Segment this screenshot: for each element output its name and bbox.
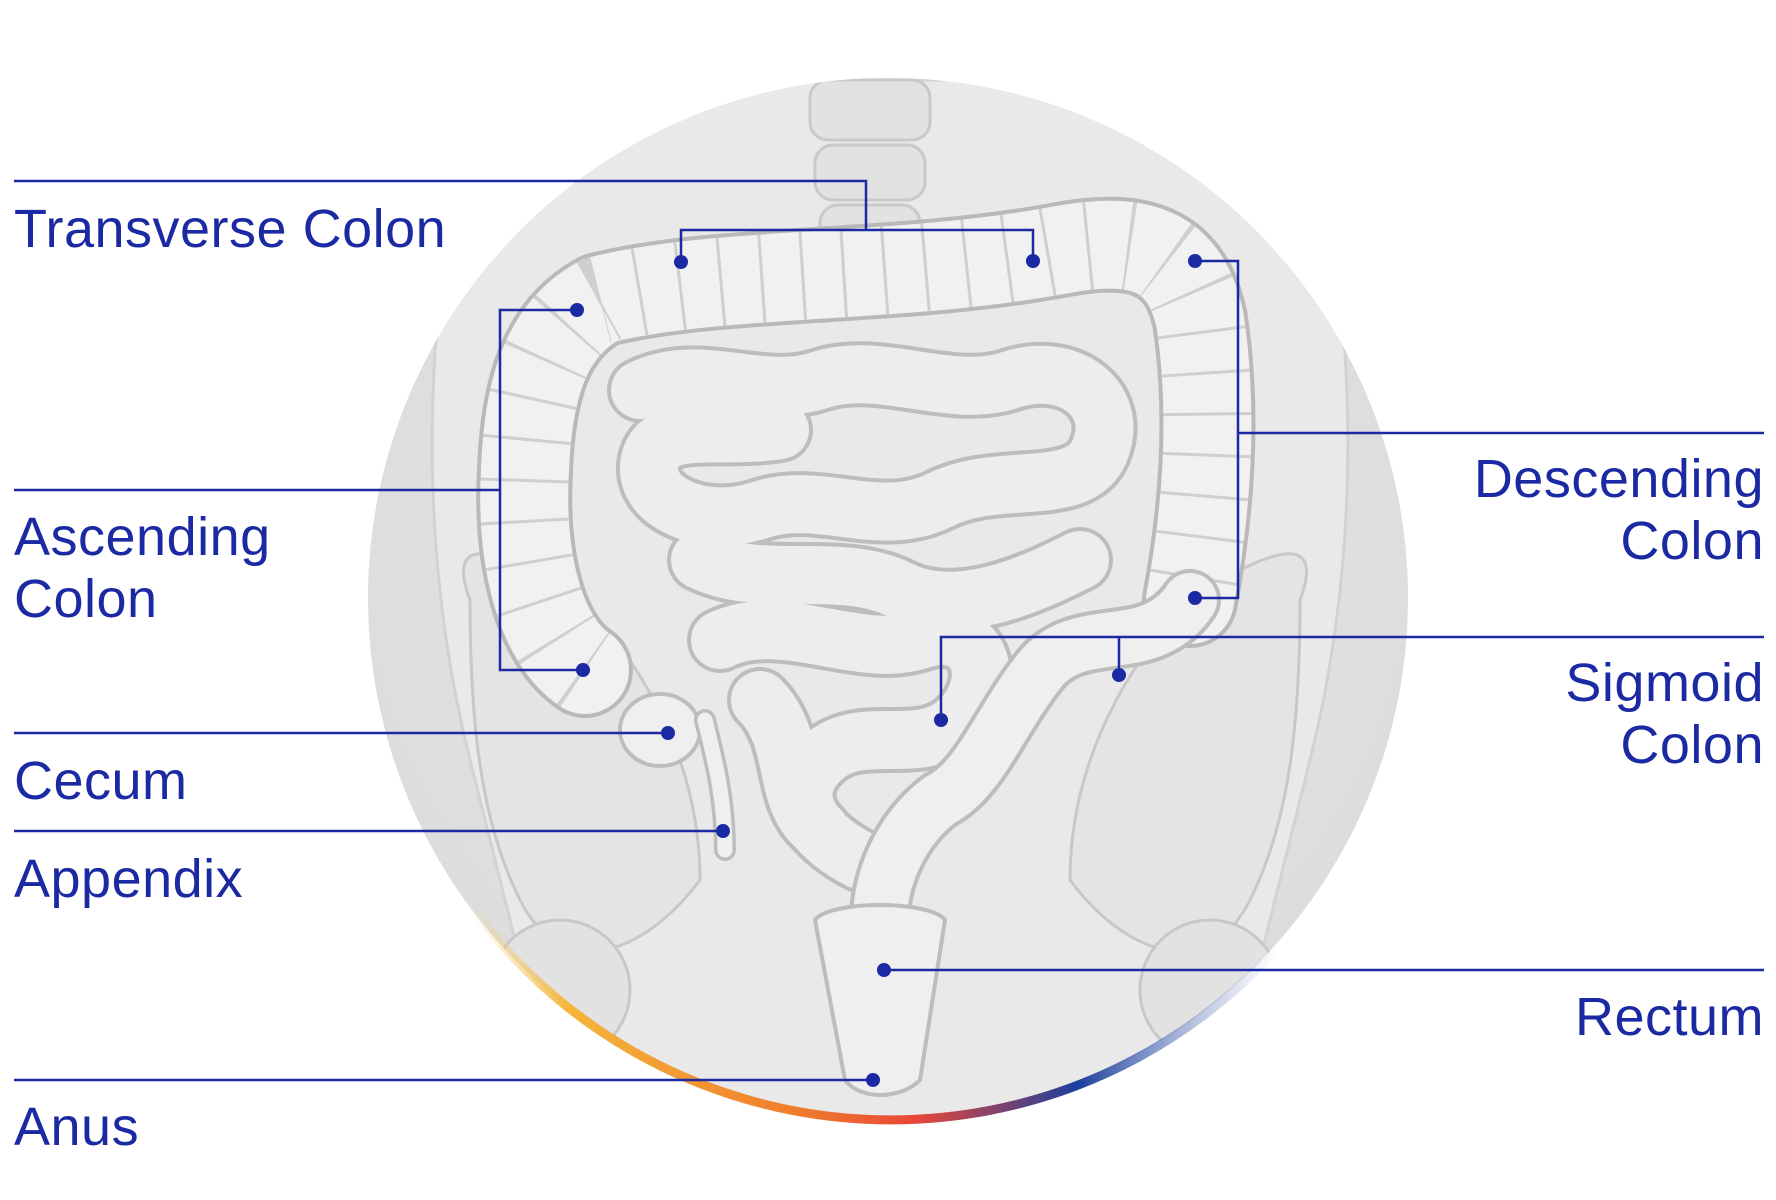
dot-ascending-bottom <box>576 663 590 677</box>
dot-rectum <box>877 963 891 977</box>
label-rectum: Rectum <box>1575 986 1764 1048</box>
label-sigmoid-colon-line2: Colon <box>1620 715 1764 775</box>
leader-lines <box>14 179 1764 1082</box>
dot-sigmoid-left <box>934 713 948 727</box>
marker-dots <box>570 254 1202 1087</box>
label-anus: Anus <box>14 1096 139 1158</box>
label-cecum-text: Cecum <box>14 751 188 811</box>
label-ascending-colon: Ascending Colon <box>14 506 271 630</box>
label-descending-colon: Descending Colon <box>1474 448 1764 572</box>
label-transverse-colon: Transverse Colon <box>14 198 446 260</box>
label-descending-colon-line1: Descending <box>1473 449 1764 509</box>
dot-transverse-left <box>674 255 688 269</box>
label-descending-colon-line2: Colon <box>1620 511 1764 571</box>
dot-ascending-top <box>570 303 584 317</box>
dot-sigmoid-right <box>1112 668 1126 682</box>
label-ascending-colon-line1: Ascending <box>14 507 271 567</box>
leader-descending-colon <box>1195 259 1764 600</box>
dot-descending-top <box>1188 254 1202 268</box>
leader-transverse-colon <box>14 179 1035 262</box>
label-appendix: Appendix <box>14 848 243 910</box>
label-cecum: Cecum <box>14 750 188 812</box>
label-sigmoid-colon: Sigmoid Colon <box>1565 652 1764 776</box>
dot-descending-bottom <box>1188 591 1202 605</box>
label-transverse-colon-text: Transverse Colon <box>14 199 447 259</box>
dot-transverse-right <box>1026 254 1040 268</box>
dot-anus <box>866 1073 880 1087</box>
dot-appendix <box>716 824 730 838</box>
leader-ascending-colon <box>14 308 583 672</box>
label-sigmoid-colon-line1: Sigmoid <box>1565 653 1764 713</box>
label-appendix-text: Appendix <box>14 849 244 909</box>
accent-ring <box>465 900 1285 1125</box>
label-anus-text: Anus <box>14 1097 140 1157</box>
label-rectum-text: Rectum <box>1574 987 1764 1047</box>
dot-cecum <box>661 726 675 740</box>
label-ascending-colon-line2: Colon <box>14 569 158 629</box>
